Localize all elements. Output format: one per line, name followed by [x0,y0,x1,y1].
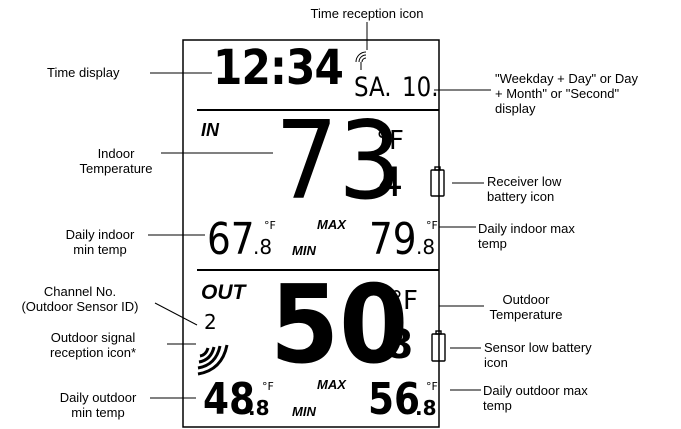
callout-weekday-day: "Weekday + Day" or Day + Month" or "Seco… [495,71,639,116]
daily-outdoor-min: 48 [203,374,256,425]
outdoor-min-label: MIN [292,404,316,419]
channel-number: 2 [204,310,217,334]
callout-indoor-temperature: Indoor Temperature [79,146,153,176]
weekday-display: SA. [354,72,392,103]
callout-daily-outdoor-max: Daily outdoor max temp [483,383,588,413]
callout-outdoor-temperature: Outdoor Temperature [489,292,563,322]
indoor-unit: °F [376,126,404,156]
indoor-label: IN [201,120,219,140]
time-display: 12:34 [213,40,344,96]
outdoor-min-unit: °F [262,380,274,393]
outdoor-temperature: 50 [270,263,409,388]
callout-daily-outdoor-min: Daily outdoor min temp [59,390,137,420]
callout-receiver-low-battery: Receiver low battery icon [487,174,562,204]
callout-daily-indoor-min: Daily indoor min temp [65,227,135,257]
callout-time-display: Time display [47,65,120,80]
daily-indoor-min-decimal: .8 [253,235,273,259]
indoor-max-label: MAX [317,217,346,232]
outdoor-temperature-decimal: .8 [370,322,414,368]
lcd-frame [182,39,440,428]
callout-time-reception-icon: Time reception icon [310,6,424,21]
receiver-battery-icon [430,166,445,197]
daily-outdoor-max: 56 [368,374,421,425]
outdoor-max-unit: °F [426,380,438,393]
outdoor-unit: °F [390,286,418,316]
callout-daily-indoor-max: Daily indoor max temp [478,221,575,251]
indoor-temperature-decimal: .4 [365,160,404,206]
outdoor-signal-icon [197,344,229,376]
time-reception-icon [355,51,367,70]
daily-outdoor-min-decimal: .8 [248,396,270,420]
day-display: 10. [402,72,439,103]
indoor-min-label: MIN [292,243,316,258]
indoor-min-unit: °F [264,219,276,232]
daily-indoor-min: 67 [207,214,255,265]
indoor-temperature: 73 [275,99,402,224]
callout-channel-no: Channel No. (Outdoor Sensor ID) [21,284,139,314]
callout-sensor-low-battery: Sensor low battery icon [484,340,592,370]
daily-indoor-max: 79 [369,214,417,265]
callout-outdoor-signal: Outdoor signal reception icon* [50,330,136,360]
daily-outdoor-max-decimal: .8 [415,396,437,420]
outdoor-max-label: MAX [317,377,346,392]
indoor-max-unit: °F [426,219,438,232]
outdoor-label: OUT [201,281,246,304]
daily-indoor-max-decimal: .8 [416,235,436,259]
sensor-battery-icon [431,330,446,362]
